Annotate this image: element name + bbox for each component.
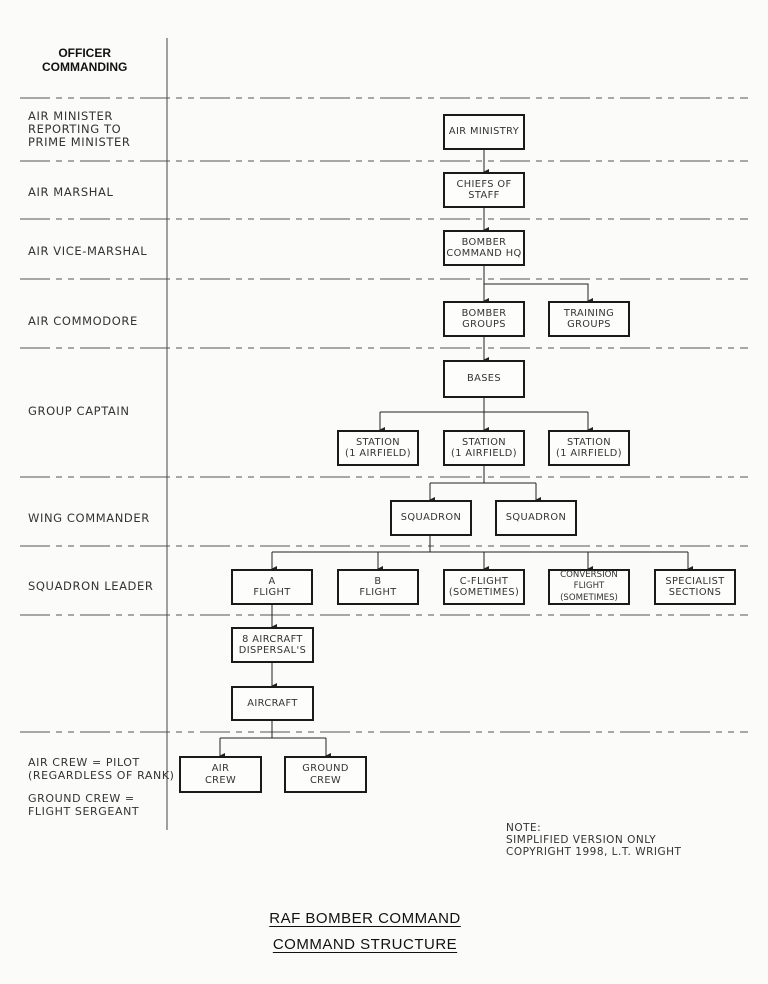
node-conversion-flight: CONVERSION FLIGHT (SOMETIMES) (548, 569, 630, 605)
node-training-groups: TRAINING GROUPS (548, 301, 630, 337)
node-b-flight: B FLIGHT (337, 569, 419, 605)
node-aircraft-dispersals: 8 AIRCRAFT DISPERSAL'S (231, 627, 314, 663)
node-c-flight: C-FLIGHT (SOMETIMES) (443, 569, 525, 605)
node-station-right: STATION (1 AIRFIELD) (548, 430, 630, 466)
node-a-flight: A FLIGHT (231, 569, 313, 605)
diagram-title: RAF BOMBER COMMAND (269, 910, 461, 927)
rank-air-marshal: AIR MARSHAL (28, 185, 114, 199)
rank-air-minister: AIR MINISTER REPORTING TO PRIME MINISTER (28, 109, 131, 149)
node-bomber-command-hq: BOMBER COMMAND HQ (443, 230, 525, 266)
rank-air-commodore: AIR COMMODORE (28, 314, 138, 328)
rank-wing-commander: WING COMMANDER (28, 511, 150, 525)
node-squadron-2: SQUADRON (495, 500, 577, 536)
node-air-crew: AIR CREW (179, 756, 262, 793)
node-ground-crew: GROUND CREW (284, 756, 367, 793)
node-bases: BASES (443, 360, 525, 398)
node-squadron-1: SQUADRON (390, 500, 472, 536)
node-chiefs-of-staff: CHIEFS OF STAFF (443, 172, 525, 208)
node-specialist-sections: SPECIALIST SECTIONS (654, 569, 736, 605)
node-bomber-groups: BOMBER GROUPS (443, 301, 525, 337)
crew-note-ground: GROUND CREW = FLIGHT SERGEANT (28, 792, 140, 818)
node-aircraft: AIRCRAFT (231, 686, 314, 721)
node-station-center: STATION (1 AIRFIELD) (443, 430, 525, 466)
rank-group-captain: GROUP CAPTAIN (28, 404, 130, 418)
rank-separators (20, 97, 748, 733)
copyright-note: NOTE: SIMPLIFIED VERSION ONLY COPYRIGHT … (506, 822, 682, 858)
rank-air-vice-marshal: AIR VICE-MARSHAL (28, 244, 148, 258)
diagram-subtitle: COMMAND STRUCTURE (272, 936, 458, 953)
node-station-left: STATION (1 AIRFIELD) (337, 430, 419, 466)
officer-commanding-header: OFFICER COMMANDING (42, 46, 128, 74)
node-air-ministry: AIR MINISTRY (443, 114, 525, 150)
rank-squadron-leader: SQUADRON LEADER (28, 579, 154, 593)
crew-note-air: AIR CREW = PILOT (REGARDLESS OF RANK) (28, 756, 175, 782)
